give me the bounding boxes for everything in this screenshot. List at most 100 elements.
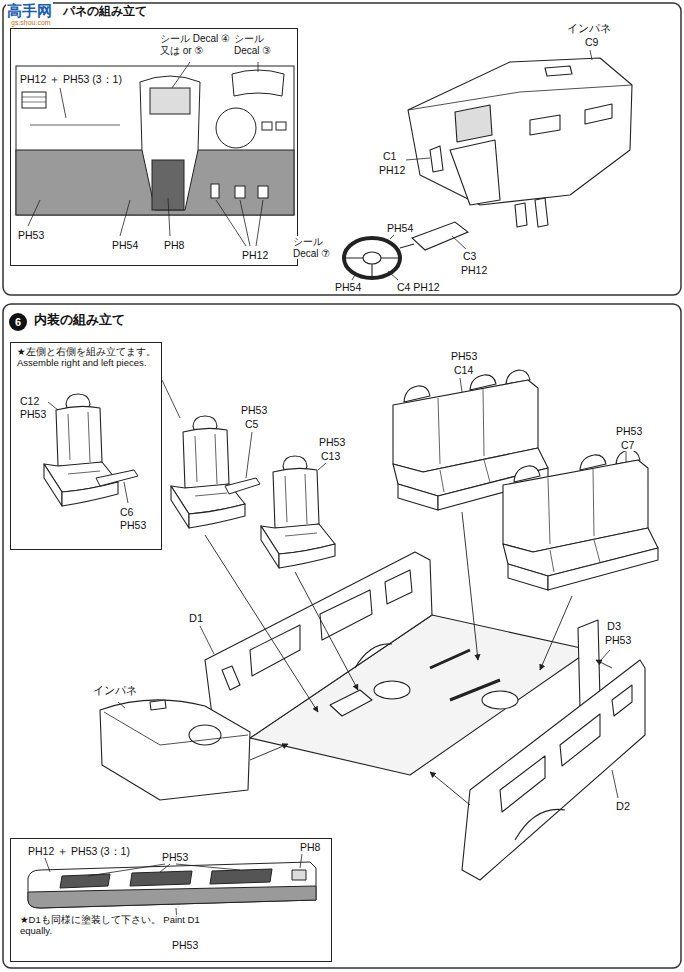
floor-tub xyxy=(355,644,392,668)
watermark: gs.shou.com xyxy=(10,19,52,27)
leader-line xyxy=(246,378,626,478)
assembly-arrow xyxy=(205,535,318,712)
assembly-arrow xyxy=(295,572,358,690)
instrument-panel xyxy=(430,146,443,172)
page-frame xyxy=(3,3,681,295)
dashboard-front-view xyxy=(22,97,46,102)
part-label: D1 xyxy=(188,612,204,625)
dashboard-front-view xyxy=(258,186,268,198)
instrument-panel xyxy=(100,700,250,800)
leader-line xyxy=(352,273,356,280)
part-label: C5 xyxy=(244,418,259,430)
part-label: D3 xyxy=(606,620,622,633)
steering-wheel xyxy=(400,244,414,248)
leader-line xyxy=(172,62,190,88)
leader-line xyxy=(48,402,58,410)
callout-label: PH53 xyxy=(119,519,147,531)
dashboard-front-view xyxy=(211,184,219,198)
dashboard-front-view xyxy=(276,122,286,130)
armrest xyxy=(225,478,260,494)
instrument-panel xyxy=(515,203,527,227)
dashboard-front-view xyxy=(216,108,256,148)
leader-line xyxy=(590,50,592,60)
leader-line xyxy=(352,50,592,280)
leader-line xyxy=(406,158,430,160)
part-label: D2 xyxy=(615,800,631,813)
side-panel-paint-view xyxy=(130,871,192,886)
callout-label: PH54 xyxy=(111,239,139,251)
part-label: パネの組み立て xyxy=(62,5,148,19)
leader-line xyxy=(300,854,302,868)
dashboard-front-view xyxy=(16,66,294,215)
floor-tub xyxy=(482,691,518,709)
steering-wheel xyxy=(363,252,381,264)
step-number-text: 6 xyxy=(15,316,21,329)
dashboard-front-view xyxy=(16,150,294,215)
side-panel-paint-view xyxy=(28,862,316,908)
instrument-panel xyxy=(585,104,612,124)
steering-wheel xyxy=(344,238,400,278)
callout-label: シール Decal ④ 又は or ⑤ xyxy=(159,33,237,56)
callout-label: PH8 xyxy=(299,841,321,853)
floor-tub xyxy=(250,625,300,676)
instrument-panel xyxy=(450,140,500,205)
callout-label: PH53 xyxy=(161,851,189,863)
armrest xyxy=(96,470,138,486)
instrument-panel xyxy=(545,66,572,76)
part-label: 内装の組み立て xyxy=(33,313,126,328)
part-label: C7 xyxy=(620,439,635,451)
part-label: C3 xyxy=(462,250,477,262)
floor-tub xyxy=(515,809,565,840)
seat-drawing xyxy=(261,456,335,568)
leader-line xyxy=(601,650,610,660)
instrument-panel xyxy=(408,85,632,110)
part-label: C14 xyxy=(453,364,474,376)
seat-drawing xyxy=(44,394,118,506)
watermark: 高手网 xyxy=(6,2,53,19)
assembly-arrow xyxy=(250,744,288,760)
side-panel-paint-view xyxy=(28,862,316,908)
leader-line xyxy=(452,236,466,249)
floor-tub xyxy=(330,690,372,716)
floor-tub xyxy=(374,681,410,699)
steering-wheel xyxy=(345,258,399,277)
part-label: PH53 xyxy=(604,634,632,646)
part-label: PH53 xyxy=(615,425,643,437)
part-label: PH12 xyxy=(378,164,406,176)
callout-label: PH12 ＋ PH53 (3：1) xyxy=(27,845,131,857)
side-panel-paint-view xyxy=(28,886,316,908)
bench-seat-drawing xyxy=(503,450,658,590)
floor-tub xyxy=(205,552,432,738)
part-label: PH12 xyxy=(460,264,488,276)
steering-wheel xyxy=(412,222,468,250)
dashboard-front-view xyxy=(30,125,120,126)
callout-label: PH53 xyxy=(17,229,45,241)
instrument-panel xyxy=(408,58,632,205)
instrument-panel xyxy=(189,725,221,745)
callout-label: シール Decal ③ xyxy=(233,33,293,56)
dashboard-front-view xyxy=(140,76,200,210)
floor-tub xyxy=(385,570,412,604)
leader-line xyxy=(460,378,462,392)
leader-line xyxy=(28,200,40,226)
leader-line xyxy=(45,858,50,872)
dashboard-front-view xyxy=(16,66,294,215)
leader-line xyxy=(246,432,252,478)
armrest xyxy=(96,470,138,486)
dashboard-front-view xyxy=(150,88,190,114)
instrument-panel xyxy=(150,700,166,710)
leader-line xyxy=(612,770,618,798)
assembly-arrow xyxy=(462,512,478,660)
page-frame xyxy=(3,3,681,968)
leader-line xyxy=(200,626,214,654)
dashboard-front-view xyxy=(262,122,272,130)
part-label: インパネ xyxy=(92,684,138,696)
part-label: C9 xyxy=(584,36,599,48)
floor-tub xyxy=(430,650,500,700)
part-label: PH53 xyxy=(240,404,268,416)
floor-tub xyxy=(500,756,545,812)
part-label: C13 xyxy=(320,450,341,462)
leader-line xyxy=(118,702,125,708)
